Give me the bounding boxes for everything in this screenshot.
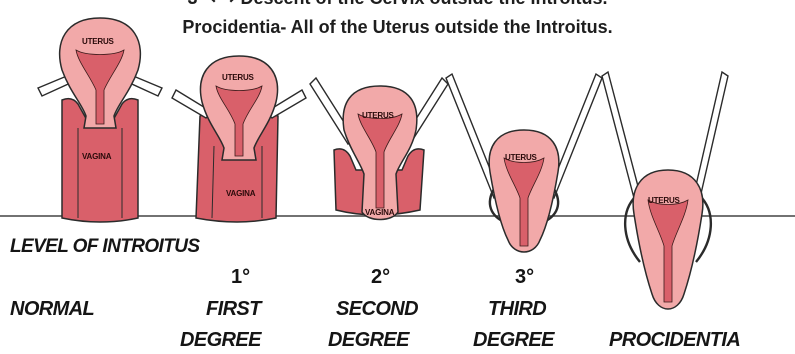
second-stage-degree-word: DEGREE <box>328 329 409 352</box>
second-uterus-label: UTERUS <box>362 111 394 120</box>
first-degree-marker: 1° <box>231 266 250 289</box>
normal-stage-name: NORMAL <box>10 298 94 321</box>
third-degree-marker: 3° <box>515 266 534 289</box>
third-stage-name: THIRD <box>488 298 546 321</box>
first-vagina-label: VAGINA <box>226 189 255 198</box>
second-degree-marker: 2° <box>371 266 390 289</box>
normal-vagina-label: VAGINA <box>82 152 111 161</box>
second-vagina-label: VAGINA <box>365 208 394 217</box>
procidentia-stage-name: PROCIDENTIA <box>609 329 740 352</box>
procidentia-left-ligament <box>602 72 640 198</box>
level-of-introitus-label: LEVEL OF INTROITUS <box>10 236 199 258</box>
first-stage-name: FIRST <box>206 298 261 321</box>
third-uterus-label: UTERUS <box>505 153 537 162</box>
second-degree-illustration <box>310 78 448 220</box>
header-line-1: 3° ⟷ Descent of the Cervix outside the I… <box>0 0 795 9</box>
third-degree-illustration <box>446 74 602 252</box>
third-stage-degree-word: DEGREE <box>473 329 554 352</box>
normal-uterus-label: UTERUS <box>82 37 114 46</box>
header-line-2: Procidentia- All of the Uterus outside t… <box>0 17 795 38</box>
procidentia-illustration <box>602 72 728 309</box>
first-stage-degree-word: DEGREE <box>180 329 261 352</box>
procidentia-right-ligament <box>694 72 728 198</box>
first-uterus-label: UTERUS <box>222 73 254 82</box>
second-stage-name: SECOND <box>336 298 418 321</box>
procidentia-uterus-label: UTERUS <box>648 196 680 205</box>
normal-illustration <box>38 18 162 222</box>
